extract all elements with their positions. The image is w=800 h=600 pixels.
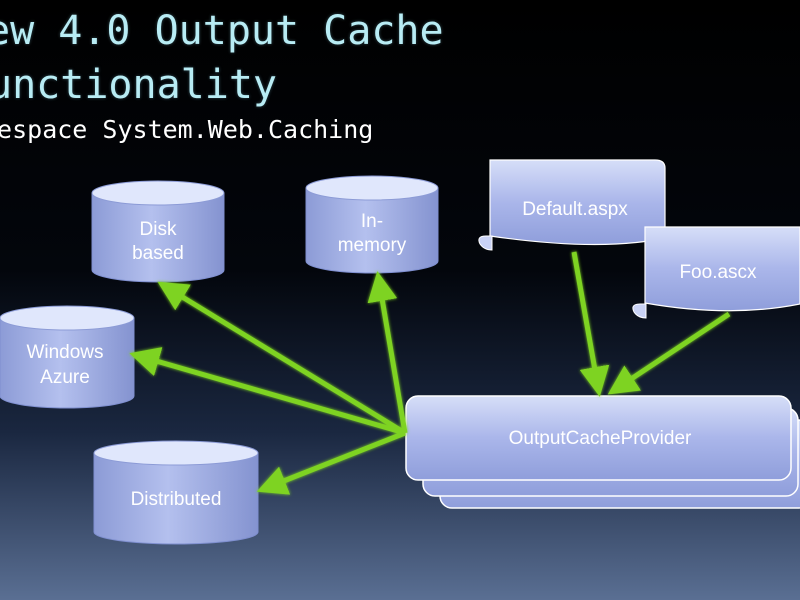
- default-aspx-page: Default.aspx: [478, 159, 666, 251]
- arrow-to-in-memory: [367, 271, 408, 434]
- arrows: [129, 251, 731, 495]
- foo-ascx-label: Foo.ascx: [679, 262, 757, 283]
- slide-title-line1: ew 4.0 Output Cache: [0, 8, 444, 54]
- in-memory-label-1: In-: [361, 211, 383, 232]
- arrow-from-foo-ascx: [607, 311, 731, 395]
- slide-title-line2: unctionality: [0, 62, 277, 108]
- distributed-label: Distributed: [131, 489, 222, 510]
- in-memory-store: In- memory: [305, 175, 439, 274]
- disk-based-label-1: Disk: [140, 219, 177, 240]
- disk-based-label-2: based: [132, 243, 184, 264]
- slide-subtitle: mespace System.Web.Caching: [0, 115, 374, 144]
- arrow-to-disk-based: [157, 281, 407, 436]
- windows-azure-label-2: Azure: [40, 367, 90, 388]
- distributed-store: Distributed: [93, 440, 259, 545]
- in-memory-label-2: memory: [338, 235, 407, 256]
- arrow-to-windows-azure: [129, 347, 406, 436]
- arrow-to-distributed: [256, 430, 406, 495]
- arrow-from-default-aspx: [571, 251, 610, 397]
- output-cache-provider-label: OutputCacheProvider: [509, 428, 692, 449]
- default-aspx-label: Default.aspx: [522, 199, 628, 220]
- windows-azure-label-1: Windows: [26, 342, 103, 363]
- windows-azure-store: Windows Azure: [0, 305, 135, 409]
- foo-ascx-page: Foo.ascx: [632, 226, 800, 319]
- output-cache-provider: OutputCacheProvider: [405, 395, 800, 509]
- disk-based-store: Disk based: [91, 180, 225, 283]
